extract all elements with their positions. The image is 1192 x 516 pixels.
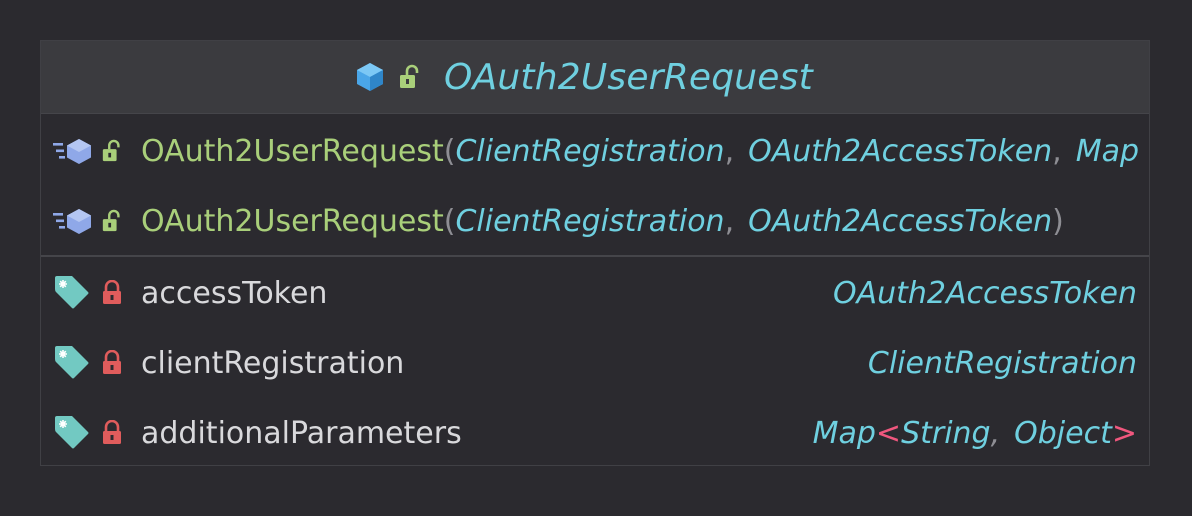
constructor-name: OAuth2UserRequest [141, 203, 444, 239]
constructor-row[interactable]: OAuth2UserRequest(ClientRegistration,OAu… [41, 121, 1149, 181]
public-visibility-icon [398, 64, 422, 90]
param-type: ClientRegistration [455, 203, 725, 239]
field-type: Map<String, Object> [813, 416, 1137, 451]
constructor-icon [53, 207, 93, 235]
field-type: ClientRegistration [867, 345, 1137, 381]
param-type: OAuth2AccessToken [748, 203, 1053, 239]
field-icons [41, 274, 141, 312]
field-name: additionalParameters [141, 415, 462, 451]
constructor-name: OAuth2UserRequest [141, 133, 444, 169]
generic-open: < [875, 415, 902, 451]
constructor-icon [53, 137, 93, 165]
constructor-icons [41, 207, 141, 235]
field-type: OAuth2AccessToken [832, 275, 1137, 311]
lock-icon [101, 350, 123, 376]
field-row[interactable]: additionalParameters Map<String, Object> [41, 403, 1149, 463]
field-icon [53, 414, 91, 452]
param-separator: , [1052, 133, 1062, 169]
field-icon [53, 274, 91, 312]
class-name: OAuth2UserRequest [444, 56, 813, 98]
public-visibility-icon [101, 209, 123, 233]
field-row[interactable]: accessToken OAuth2AccessToken [41, 263, 1149, 323]
class-icon [354, 61, 386, 93]
type-arg-separator: , [990, 415, 1001, 451]
constructor-row[interactable]: OAuth2UserRequest(ClientRegistration, OAu… [41, 191, 1149, 251]
class-header: OAuth2UserRequest [41, 41, 1149, 114]
constructor-icons [41, 137, 141, 165]
open-paren: ( [443, 133, 456, 169]
type-arg: String [901, 415, 991, 451]
field-row[interactable]: clientRegistration ClientRegistration [41, 333, 1149, 393]
uml-class-box: OAuth2UserRequest O [40, 40, 1150, 466]
param-type: Map [1075, 133, 1140, 169]
param-type: ClientRegistration [455, 133, 725, 169]
lock-icon [101, 280, 123, 306]
param-separator: , [724, 203, 735, 239]
class-header-content: OAuth2UserRequest [354, 53, 813, 101]
field-icon [53, 344, 91, 382]
field-name: clientRegistration [141, 345, 405, 381]
close-paren: ) [1052, 203, 1064, 239]
param-separator: , [724, 133, 735, 169]
type-arg: Object [1014, 415, 1112, 451]
generic-close: > [1111, 415, 1137, 451]
section-divider [41, 255, 1149, 257]
param-type: OAuth2AccessToken [748, 133, 1053, 169]
field-name: accessToken [141, 275, 328, 311]
open-paren: ( [443, 203, 456, 239]
field-icons [41, 414, 141, 452]
type-base: Map [812, 415, 876, 451]
field-icons [41, 344, 141, 382]
lock-icon [101, 420, 123, 446]
public-visibility-icon [101, 139, 123, 163]
